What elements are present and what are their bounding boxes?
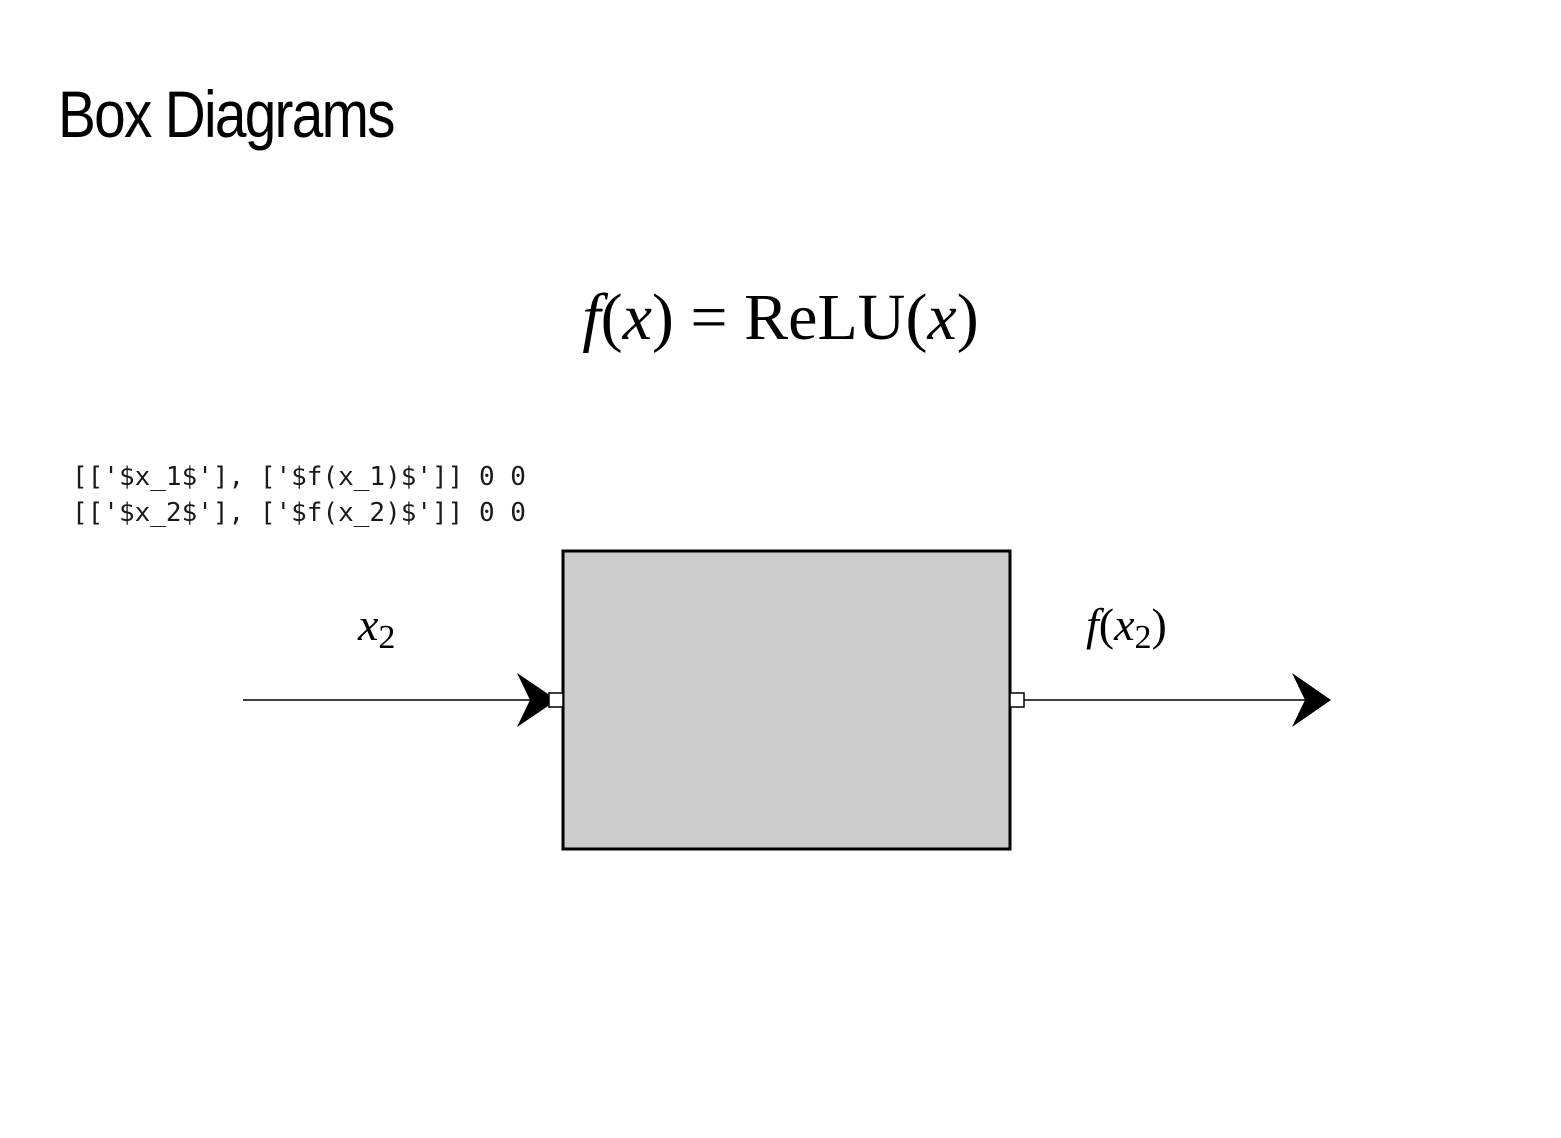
output-label-subscript: 2 <box>1134 619 1152 656</box>
output-label-paren-open: ( <box>1098 599 1115 650</box>
input-label-var: x <box>358 599 379 650</box>
input-arrowhead <box>517 673 557 727</box>
debug-line: [['$x_2$'], ['$f(x_2)$']] 0 0 <box>72 498 526 528</box>
input-label-subscript: 2 <box>378 619 396 656</box>
equation-equals: = <box>673 281 745 354</box>
output-label-paren-close: ) <box>1151 599 1167 650</box>
equation-variable: x <box>622 281 652 354</box>
equation-paren-open-2: ( <box>905 281 928 354</box>
output-label-var: x <box>1114 599 1135 650</box>
output-port <box>1009 692 1025 708</box>
process-box <box>561 549 1012 851</box>
equation-variable-2: x <box>927 281 957 354</box>
output-label-fn: f <box>1086 599 1099 650</box>
equation-function: f <box>582 281 601 354</box>
slide-title: Box Diagrams <box>58 77 396 151</box>
debug-line: [['$x_1$'], ['$f(x_1)$']] 0 0 <box>72 462 526 492</box>
equation-paren-open: ( <box>600 281 623 354</box>
debug-output: [['$x_1$'], ['$f(x_1)$']] 0 0 [['$x_2$']… <box>72 459 526 531</box>
output-arrowhead <box>1292 673 1331 727</box>
input-port <box>548 692 564 708</box>
equation-paren-close: ) <box>651 281 674 354</box>
equation-operator: ReLU <box>744 281 906 354</box>
input-label: x2 <box>358 602 395 655</box>
equation: f(x) = ReLU(x) <box>0 281 1561 355</box>
output-label: f(x2) <box>1086 602 1167 655</box>
equation-paren-close-2: ) <box>956 281 979 354</box>
